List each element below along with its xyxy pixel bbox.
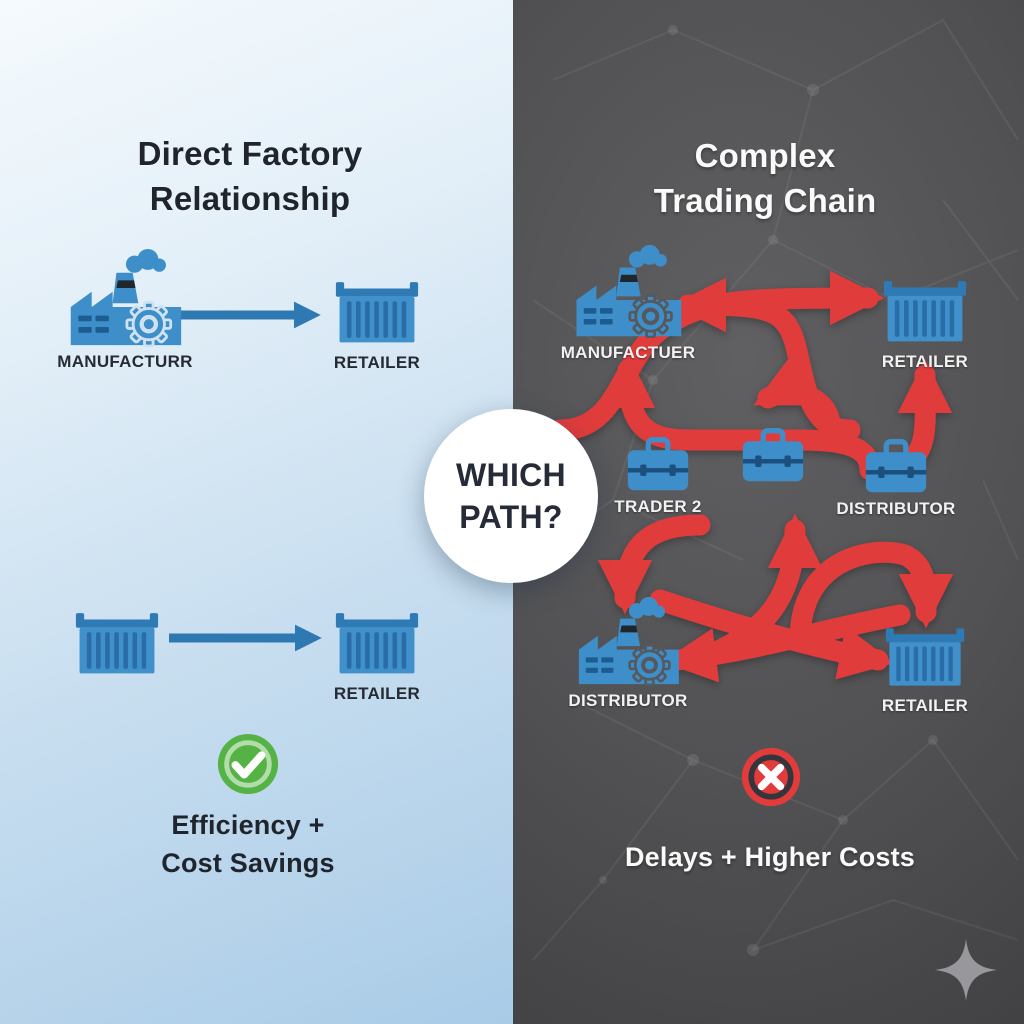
right-node-trader2: TRADER 2: [578, 437, 738, 517]
node-label: MANUFACTUER: [560, 343, 696, 362]
which-path-line1: WHICH: [456, 456, 566, 493]
straight-arrow-icon: [164, 301, 321, 329]
left-title: Direct Factory Relationship: [40, 132, 460, 222]
left-title-line2: Relationship: [149, 179, 351, 217]
factory-icon: [578, 597, 679, 686]
node-label: MANUFACTURR: [57, 352, 193, 371]
container-icon: [75, 613, 159, 674]
right-node-retailer-1: RETAILER: [845, 281, 1005, 372]
node-label: DISTRIBUTOR: [568, 691, 688, 710]
node-label: RETAILER: [333, 684, 421, 703]
factory-icon: [576, 244, 682, 338]
which-path-badge: WHICH PATH?: [424, 409, 598, 583]
briefcase-icon: [742, 428, 804, 482]
right-node-manufacturer: MANUFACTUER: [548, 244, 708, 363]
check-circle-icon: [217, 733, 279, 795]
right-title-line2: Trading Chain: [653, 181, 877, 219]
sparkle-icon: [934, 938, 998, 1002]
right-title-line1: Complex: [694, 137, 836, 174]
node-label: RETAILER: [881, 352, 969, 371]
x-circle-icon: [741, 747, 801, 807]
benefit-caption: Efficiency + Cost Savings: [48, 806, 448, 883]
left-node-container: [37, 613, 197, 679]
left-node-manufacturer: MANUFACTURR: [45, 248, 205, 372]
right-node-retailer-2: RETAILER: [845, 628, 1005, 716]
right-node-distributor-factory: DISTRIBUTOR: [548, 596, 708, 711]
which-path-line2: PATH?: [459, 499, 563, 535]
right-title: Complex Trading Chain: [553, 134, 977, 224]
drawback-text: Delays + Higher Costs: [624, 842, 916, 872]
right-panel-background: [513, 0, 1024, 1024]
node-label: RETAILER: [881, 696, 969, 715]
briefcase-icon: [627, 437, 689, 491]
node-label: TRADER 2: [614, 497, 702, 516]
node-label: RETAILER: [333, 353, 421, 372]
left-title-line1: Direct Factory: [137, 135, 363, 172]
node-label: DISTRIBUTOR: [836, 499, 956, 518]
left-node-retailer-2: RETAILER: [297, 613, 457, 704]
container-icon: [335, 282, 419, 343]
right-node-trader-middle: [693, 428, 853, 483]
right-node-distributor-trader: DISTRIBUTOR: [816, 439, 976, 519]
straight-arrow-icon: [169, 624, 322, 652]
benefit-line2: Cost Savings: [161, 848, 335, 879]
benefit-line1: Efficiency +: [171, 810, 325, 840]
briefcase-icon: [865, 439, 927, 493]
container-icon: [885, 628, 965, 686]
container-icon: [883, 281, 967, 342]
factory-icon: [70, 248, 182, 347]
container-icon: [335, 613, 419, 674]
drawback-caption: Delays + Higher Costs: [565, 838, 975, 876]
left-node-retailer-1: RETAILER: [297, 282, 457, 373]
